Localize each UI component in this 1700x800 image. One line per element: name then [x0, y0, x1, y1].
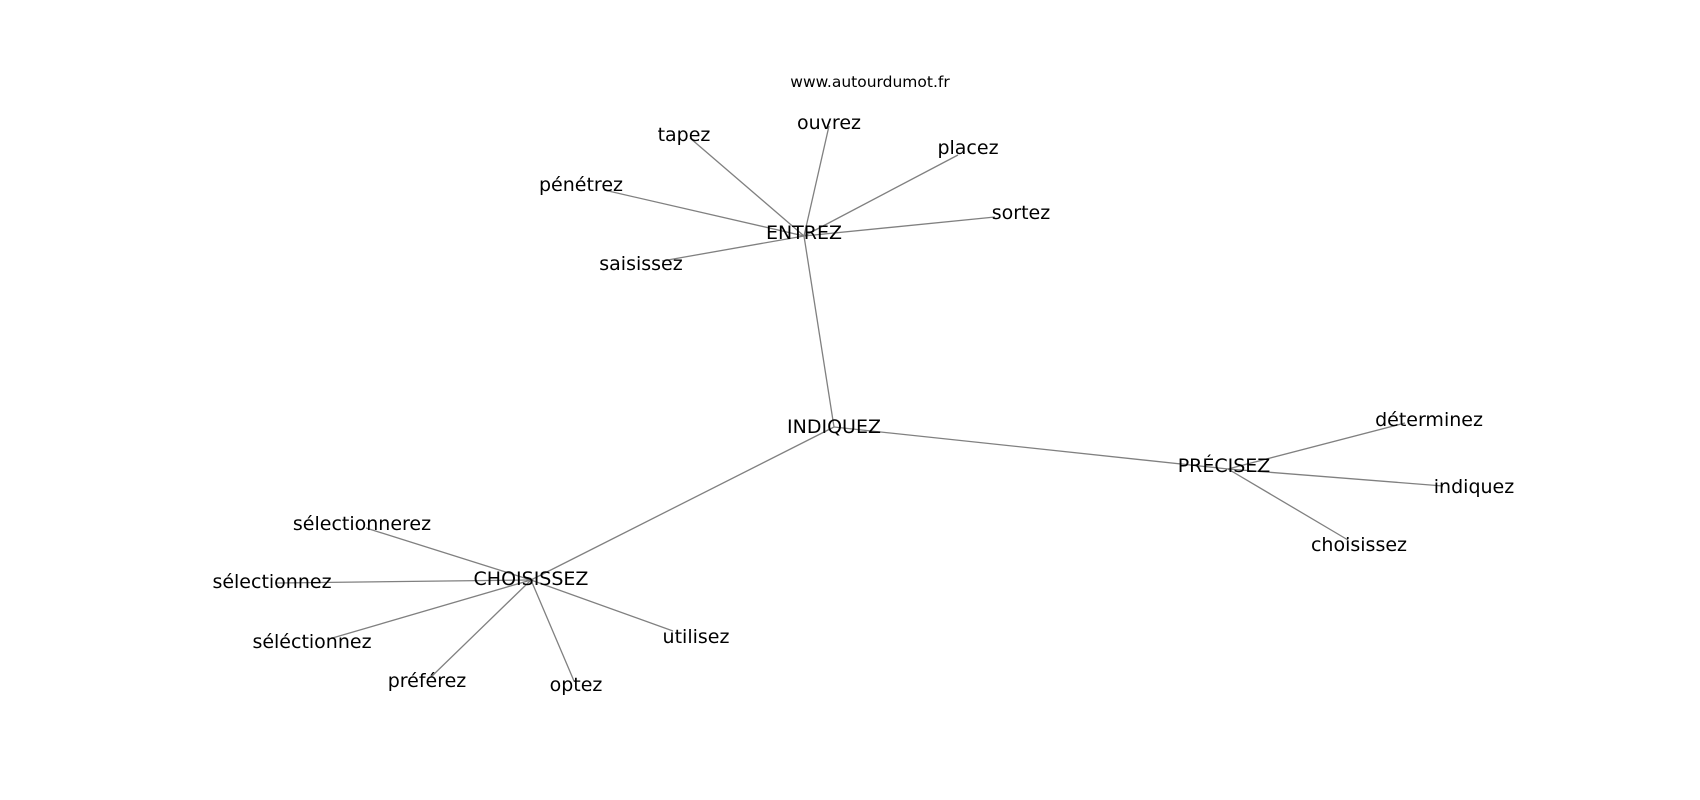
leave-selectionnez-2: séléctionnez — [252, 631, 371, 653]
edge-precisez-indiquez-leaf — [1227, 468, 1444, 487]
leave-selectionnez: sélectionnez — [212, 571, 331, 593]
edge-indiquez-precisez — [833, 426, 1229, 470]
leave-indiquez-leaf: indiquez — [1434, 476, 1514, 498]
edge-entrez-saisissez — [661, 235, 805, 262]
leave-ouvrez: ouvrez — [797, 112, 861, 134]
leave-preferez: préférez — [388, 670, 467, 692]
leave-saisissez: saisissez — [599, 253, 682, 275]
edge-choisissez-preferez — [430, 579, 532, 678]
edge-precisez-determinez — [1227, 422, 1406, 470]
edge-choisissez-selectionnez — [276, 579, 532, 584]
hub-precisez: PRÉCISEZ — [1178, 454, 1271, 477]
leave-selectionnerez: sélectionnerez — [293, 513, 431, 535]
edge-precisez-choisissez-leaf — [1227, 468, 1349, 541]
hub-entrez: ENTREZ — [766, 222, 842, 244]
hub-indiquez: INDIQUEZ — [787, 416, 881, 438]
edge-entrez-ouvrez — [803, 125, 830, 237]
edge-entrez-sortez — [803, 216, 996, 237]
leave-placez: placez — [937, 137, 998, 159]
edge-entrez-penetrez — [603, 189, 805, 237]
leave-utilisez: utilisez — [663, 626, 730, 648]
edge-entrez-tapez — [689, 137, 805, 237]
leave-penetrez: pénétrez — [539, 174, 623, 196]
leave-tapez: tapez — [658, 124, 711, 146]
leave-sortez: sortez — [992, 202, 1050, 224]
edge-choisissez-selectionnez-2 — [328, 579, 532, 640]
leave-determinez: déterminez — [1375, 409, 1483, 431]
edge-choisissez-selectionnerez — [365, 527, 532, 581]
edge-choisissez-optez — [530, 579, 575, 682]
source-url: www.autourdumot.fr — [790, 73, 950, 91]
edge-entrez-placez — [803, 154, 959, 237]
leave-optez: optez — [550, 674, 603, 696]
edge-indiquez-choisissez — [530, 426, 835, 581]
leave-choisissez-leaf: choisissez — [1311, 534, 1407, 556]
edge-indiquez-entrez — [803, 235, 835, 428]
graph-labels: www.autourdumot.fr ENTREZ INDIQUEZ PRÉCISE… — [212, 73, 1514, 696]
hub-choisissez: CHOISISSEZ — [474, 568, 589, 590]
edge-choisissez-utilisez — [530, 579, 674, 632]
graph-edges — [276, 125, 1444, 682]
